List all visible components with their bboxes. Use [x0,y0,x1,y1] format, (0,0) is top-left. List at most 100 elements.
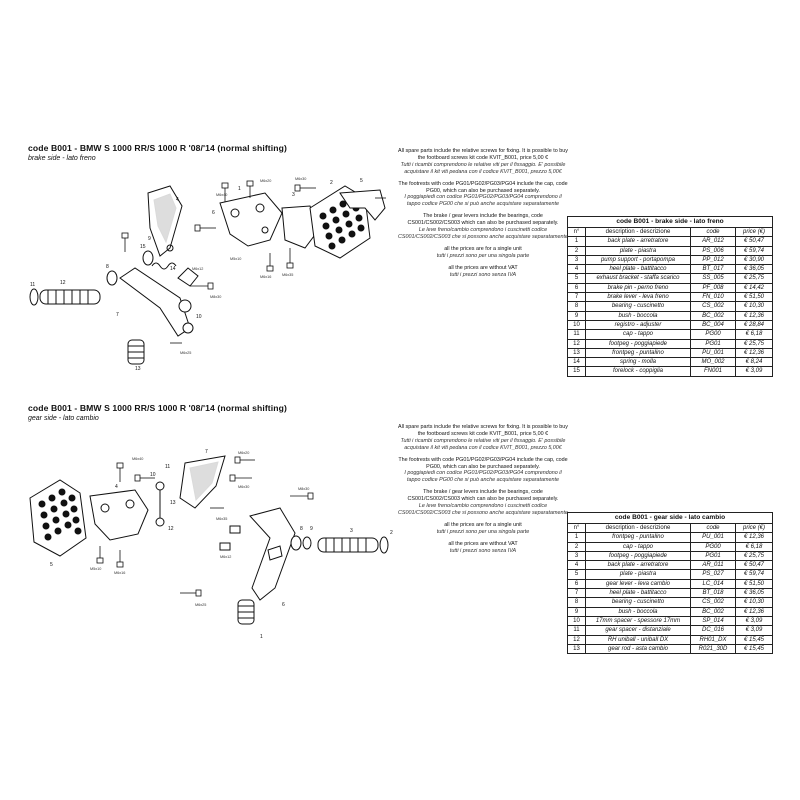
callout-7: 7 [116,312,119,318]
cell-description: brake pin - perno freno [585,282,691,294]
hw-label: M6x12 [192,267,203,271]
cell-description: registro - adjuster [585,319,691,331]
cell-price: € 50,47 [735,560,773,571]
callout-6: 6 [282,602,285,608]
note-translation: tutti i prezzi sono per una singola part… [436,252,530,259]
cell-number: 6 [567,282,586,294]
note-translation: tutti i prezzi sono per una singola part… [436,528,530,535]
cell-price: € 6,18 [735,541,773,552]
cell-number: 5 [567,273,586,284]
cell-price: € 12,36 [735,310,773,321]
hardware-labels-brake: M6x40 M6x20 M6x30 M6x16 M6x12 M6x35 M8x3… [180,177,306,355]
cell-code: LC_014 [690,578,736,590]
col-header-n: n° [567,522,586,534]
callout-4: 4 [176,197,179,203]
cell-code: FN001 [690,366,736,377]
cell-description: exhaust bracket - staffa scarico [585,273,691,284]
callout-9: 9 [310,526,313,532]
cell-code: PS_006 [690,245,736,256]
hw-label: M6x40 [132,457,143,461]
cell-code: PU_001 [690,532,736,543]
cell-number: 4 [567,264,586,275]
callout-4: 4 [115,484,118,490]
cell-code: CS_002 [690,301,736,312]
callout-1: 1 [260,634,263,640]
callout-2: 2 [330,180,333,186]
heel-plate-part [147,185,183,257]
cell-price: € 10,30 [735,301,773,312]
callout-13: 13 [170,500,176,506]
cell-number: 12 [567,634,586,645]
cell-code: RH01_DX [690,634,736,645]
callout-8: 8 [300,526,303,532]
cell-price: € 36,05 [735,588,773,599]
cell-code: PF_008 [690,282,736,294]
cell-number: 5 [567,569,586,580]
cell-description: bush - boccola [585,310,691,321]
cell-price: € 59,74 [735,245,773,256]
cell-price: € 59,74 [735,569,773,580]
cell-price: € 25,75 [735,550,773,562]
callout-5: 5 [360,178,363,184]
cell-code: R021_30D [690,643,736,655]
notes-gear: All spare parts include the relative scr… [398,424,568,560]
callout-13: 13 [135,366,141,372]
cell-description: footpeg - poggiapiede [585,550,691,562]
section-subtitle-brake: brake side - lato freno [28,155,96,162]
cell-description: plate - piastra [585,569,691,580]
hw-label: M8x30 [298,487,309,491]
note-text: All spare parts include the relative scr… [398,148,568,161]
callout-1: 1 [238,186,241,192]
cell-description: forelock - coppiglia [585,366,691,377]
cell-number: 4 [567,560,586,571]
parts-table-brake: code B001 - brake side - lato freno n° d… [567,216,773,377]
cell-price: € 25,75 [735,338,773,349]
cell-price: € 10,30 [735,597,773,608]
cell-code: PG00 [690,541,736,552]
callout-10: 10 [150,472,156,478]
cell-code: BC_002 [690,606,736,617]
cell-code: SP_014 [690,615,736,627]
callout-15: 15 [140,244,146,250]
cell-description: cap - tappo [585,329,691,340]
cell-description: RH uniball - uniball DX [585,634,691,645]
cell-description: bearing - cuscinetto [585,597,691,608]
cell-price: € 30,90 [735,254,773,266]
footpeg-part [29,288,101,306]
cell-code: DC_016 [690,625,736,636]
col-header-description: description - descrizione [585,522,691,534]
cell-number: 1 [567,532,586,543]
cell-price: € 50,47 [735,236,773,247]
cell-description: gear spacer - distanziale [585,625,691,636]
col-header-code: code [690,522,736,534]
cell-price: € 3,09 [735,366,773,377]
cell-code: PG00 [690,329,736,340]
cell-number: 12 [567,338,586,349]
cell-number: 9 [567,310,586,321]
cell-number: 13 [567,643,586,655]
hw-label: M6x25 [195,603,206,607]
cell-price: € 36,05 [735,264,773,275]
callout-11: 11 [165,464,170,470]
cell-description: heel plate - battitacco [585,264,691,275]
cell-description: heel plate - battitacco [585,588,691,599]
col-header-price: price (€) [735,226,773,238]
cell-number: 11 [567,329,586,340]
cell-description: bush - boccola [585,606,691,617]
callout-11: 11 [30,282,35,288]
note-translation: Tutti i ricambi comprendono le relative … [400,161,566,175]
